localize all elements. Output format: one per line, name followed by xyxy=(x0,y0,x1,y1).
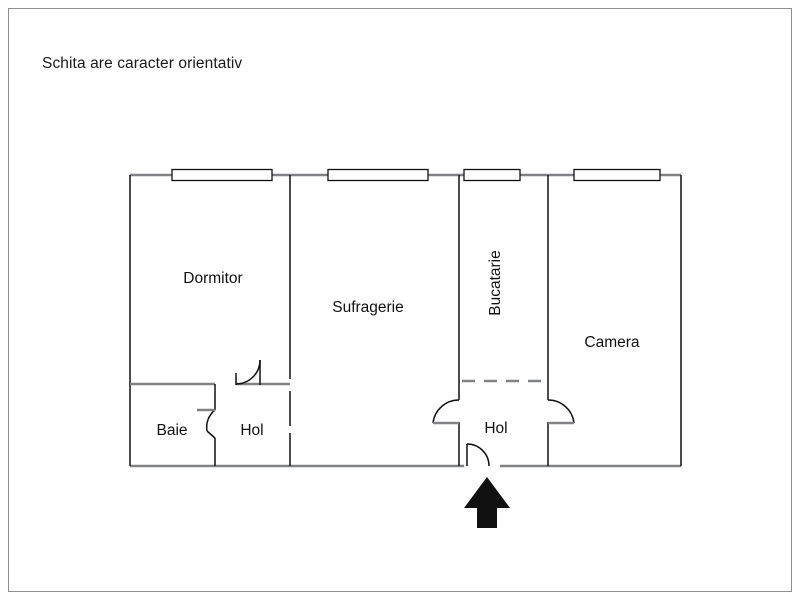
door-dormitor-hol xyxy=(235,359,261,385)
window-sufragerie xyxy=(327,168,429,182)
openings-group xyxy=(289,379,546,437)
room-label-sufragerie: Sufragerie xyxy=(332,299,404,316)
door-entrance xyxy=(466,443,490,467)
window-camera xyxy=(573,168,661,182)
window-bucatarie xyxy=(463,168,521,182)
door-hol-camera xyxy=(547,399,575,425)
door-hol-sufragerie xyxy=(432,399,460,425)
room-label-dormitor: Dormitor xyxy=(183,270,242,287)
door-arc-hol-sufragerie xyxy=(432,399,460,424)
door-arc-entrance xyxy=(466,443,490,467)
room-label-hol-stanga: Hol xyxy=(240,422,263,439)
door-arc-baie-hol-end xyxy=(206,430,216,439)
door-baie-hol xyxy=(197,408,216,439)
interior-partitions xyxy=(130,175,549,466)
door-arc-baie-hol xyxy=(205,409,216,432)
room-labels: Dormitor Sufragerie Bucatarie Camera Bai… xyxy=(156,250,639,439)
entrance-arrow xyxy=(464,477,510,528)
doors-group xyxy=(197,359,575,467)
entrance-arrow-shape xyxy=(464,477,510,528)
windows-group xyxy=(171,168,661,182)
room-label-camera: Camera xyxy=(584,334,640,351)
page-border-frame xyxy=(8,8,792,592)
door-arc-hol-camera xyxy=(547,399,575,424)
window-dormitor xyxy=(171,168,273,182)
room-label-baie: Baie xyxy=(156,422,187,439)
door-arc-dormitor-hol xyxy=(235,359,261,385)
room-label-bucatarie: Bucatarie xyxy=(487,250,504,315)
page-title: Schita are caracter orientativ xyxy=(42,55,243,72)
exterior-walls xyxy=(129,173,682,468)
room-label-hol-intrare: Hol xyxy=(484,420,507,437)
